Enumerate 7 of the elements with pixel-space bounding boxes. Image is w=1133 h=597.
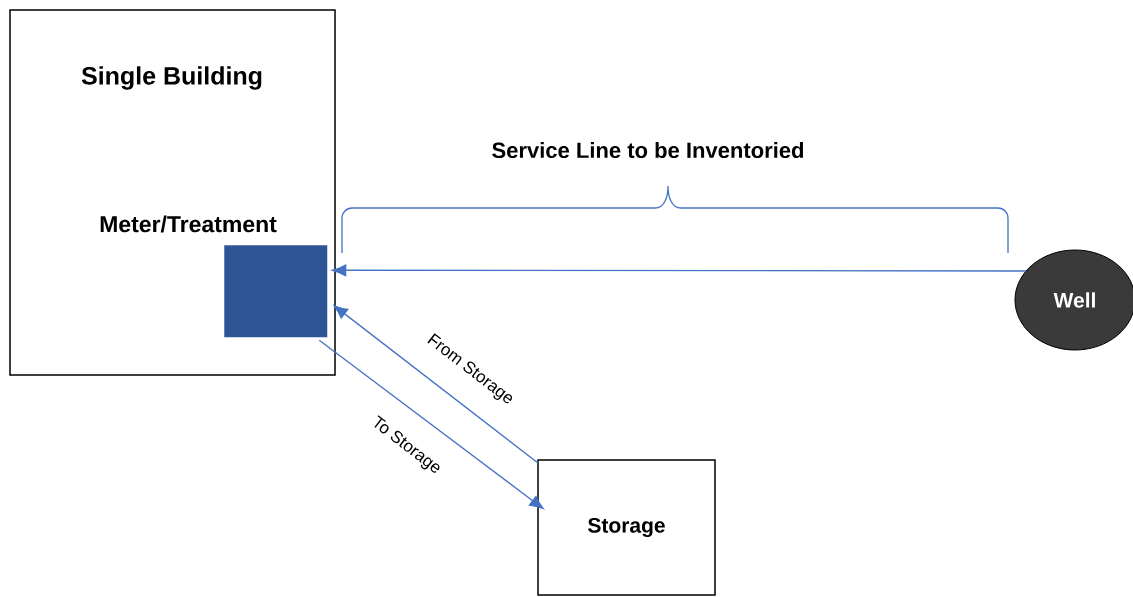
arrow <box>332 264 1027 277</box>
arrow <box>318 339 544 510</box>
heading: Single Building <box>81 66 262 90</box>
heading: Meter/Treatment <box>100 215 277 233</box>
dimension-label: Service Line to be Inventoried <box>492 141 804 159</box>
storage-box: Storage <box>537 459 716 596</box>
arrow <box>333 305 539 464</box>
